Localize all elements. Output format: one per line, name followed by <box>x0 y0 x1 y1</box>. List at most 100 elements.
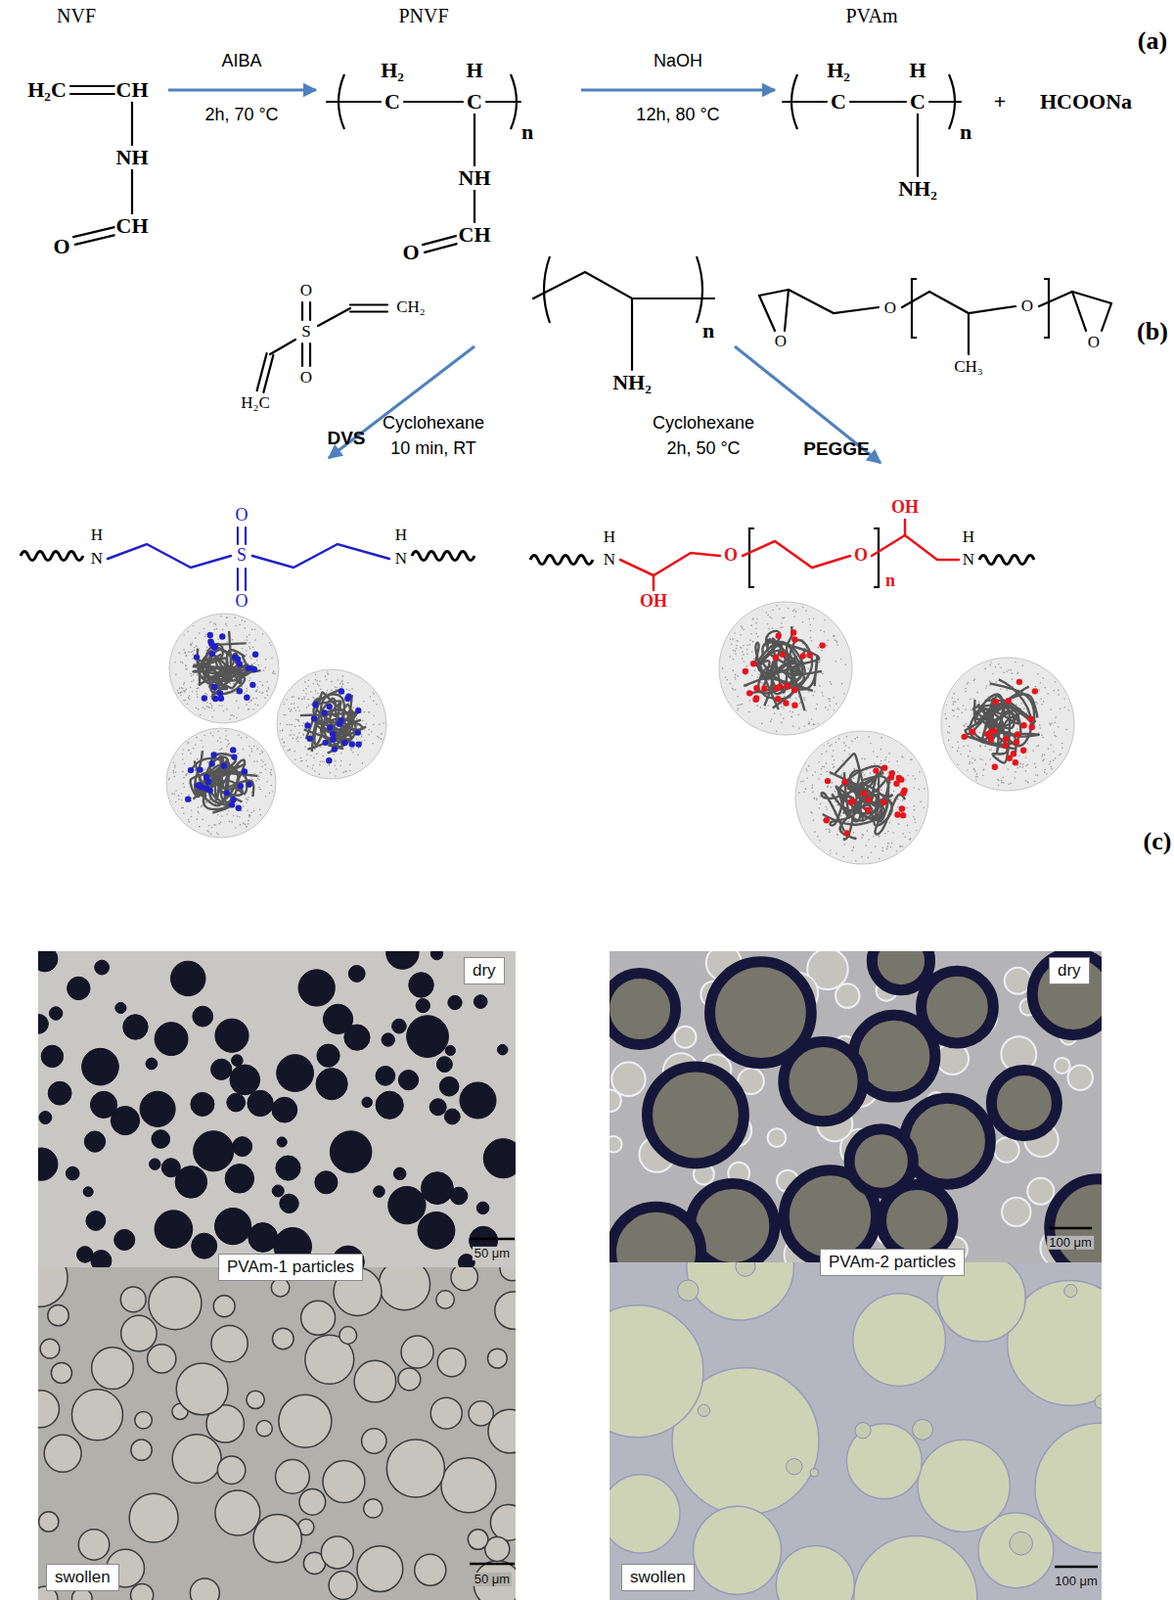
texture-dot <box>242 805 245 808</box>
swollen-particle <box>401 1335 434 1368</box>
texture-dot <box>1047 747 1050 750</box>
texture-dot <box>195 690 198 693</box>
texture-dot <box>952 715 955 718</box>
texture-dot <box>298 731 301 734</box>
texture-dot <box>872 750 875 753</box>
texture-dot <box>232 715 235 718</box>
texture-dot <box>830 743 833 746</box>
crosslink-dot <box>791 686 798 693</box>
texture-dot <box>259 771 262 774</box>
texture-dot <box>297 719 300 722</box>
crosslink-dot <box>205 778 212 785</box>
polymer-chain <box>965 693 1039 734</box>
bracket <box>543 256 550 323</box>
texture-dot <box>994 666 997 669</box>
texture-dot <box>825 762 828 765</box>
texture-dot <box>361 733 363 736</box>
crosslink-dot <box>246 780 253 787</box>
texture-dot <box>806 769 809 772</box>
dry-particle <box>271 1096 298 1123</box>
texture-dot <box>235 717 238 720</box>
crosslink-dot <box>219 632 226 639</box>
texture-dot <box>246 635 249 638</box>
texture-dot <box>273 673 276 676</box>
texture-dot <box>951 703 954 706</box>
crosslink-dot <box>841 778 848 785</box>
texture-dot <box>825 750 828 753</box>
texture-dot <box>1022 664 1025 667</box>
texture-dot <box>286 749 289 752</box>
texture-dot <box>345 770 348 773</box>
texture-dot <box>305 692 308 695</box>
texture-dot <box>903 835 906 838</box>
texture-dot <box>813 797 816 800</box>
texture-dot <box>758 674 761 677</box>
texture-dot <box>1049 708 1052 711</box>
texture-dot <box>1018 755 1021 758</box>
texture-dot <box>1043 770 1046 773</box>
texture-dot <box>1063 697 1066 700</box>
bond-line <box>326 100 381 103</box>
texture-dot <box>752 618 755 621</box>
texture-dot <box>881 850 884 853</box>
texture-dot <box>235 692 238 695</box>
texture-dot <box>190 815 193 818</box>
texture-dot <box>979 744 982 747</box>
texture-dot <box>979 758 982 761</box>
crosslink-dot <box>1006 754 1013 761</box>
dry-particle <box>232 1136 253 1157</box>
texture-dot <box>190 675 193 678</box>
texture-dot <box>380 732 383 735</box>
texture-dot <box>810 630 813 633</box>
texture-dot <box>207 761 210 764</box>
texture-dot <box>255 690 258 693</box>
texture-dot <box>200 739 203 742</box>
texture-dot <box>805 710 808 713</box>
texture-dot <box>315 673 317 676</box>
crosslink-dot <box>761 684 768 691</box>
crosslink-dot <box>753 684 760 691</box>
texture-dot <box>808 721 811 723</box>
bond-line <box>903 519 907 536</box>
texture-dot <box>356 718 359 721</box>
texture-dot <box>964 708 967 711</box>
texture-dot <box>1043 768 1046 771</box>
texture-dot <box>175 770 178 773</box>
texture-dot <box>279 722 282 725</box>
texture-dot <box>899 785 902 788</box>
double-bond <box>73 226 115 237</box>
double-bond <box>309 343 312 366</box>
texture-dot <box>328 764 331 767</box>
texture-dot <box>761 722 764 725</box>
texture-dot <box>803 790 806 793</box>
texture-dot <box>263 669 266 672</box>
texture-dot <box>187 794 190 797</box>
texture-dot <box>835 639 838 642</box>
crosslink-dot <box>750 660 757 667</box>
dry-particle <box>439 1076 459 1096</box>
texture-dot <box>1019 763 1022 766</box>
texture-dot <box>914 777 917 780</box>
texture-dot <box>203 628 206 631</box>
micrograph-panel <box>38 950 516 1267</box>
texture-dot <box>1011 677 1014 680</box>
texture-dot <box>819 629 822 632</box>
texture-dot <box>356 737 359 740</box>
texture-dot <box>854 737 857 740</box>
crosslink-dot <box>1016 678 1023 685</box>
texture-dot <box>248 813 251 816</box>
texture-dot <box>960 753 963 756</box>
texture-dot <box>225 745 228 748</box>
texture-dot <box>812 722 815 725</box>
texture-dot <box>249 647 252 650</box>
texture-dot <box>1025 769 1028 772</box>
texture-dot <box>829 852 832 855</box>
texture-dot <box>815 703 818 706</box>
texture-dot <box>193 649 196 652</box>
texture-dot <box>302 722 305 724</box>
crosslink-dot <box>237 782 244 789</box>
texture-dot <box>293 733 296 736</box>
crosslink-dot <box>241 767 248 774</box>
swollen-particle <box>451 1266 478 1291</box>
texture-dot <box>335 767 338 770</box>
